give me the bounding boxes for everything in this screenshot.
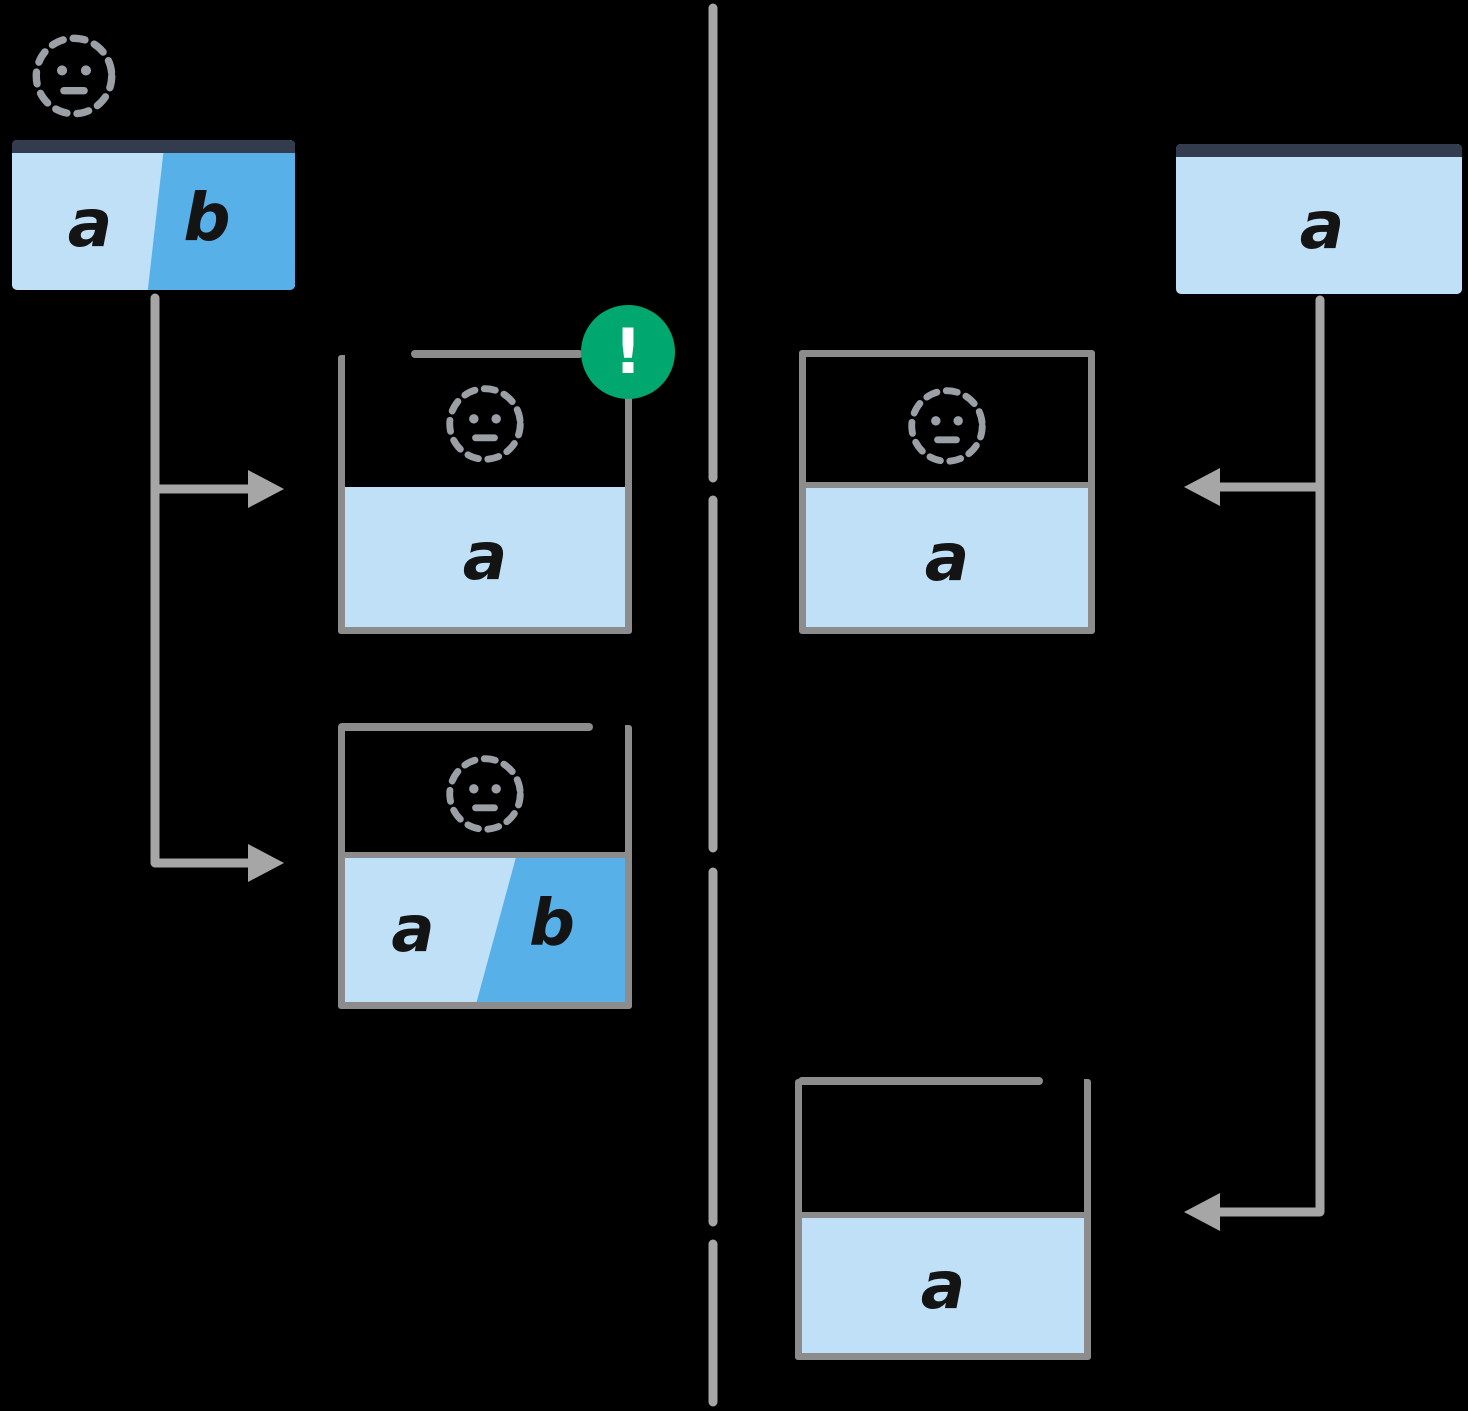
segment-b-fill <box>476 858 625 1002</box>
label-b: b <box>183 179 231 256</box>
label-a: a <box>1299 187 1345 264</box>
label-a: a <box>67 185 113 262</box>
label-a: a <box>462 518 508 595</box>
arrow-left-icon <box>1184 468 1220 506</box>
arrow-right-icon <box>248 470 284 508</box>
ghost-avatar-icon <box>28 30 120 122</box>
alert-badge-glyph: ! <box>613 315 643 388</box>
alert-badge: ! <box>581 305 675 399</box>
box-top-edge <box>798 1077 1043 1085</box>
segment-b-fill <box>147 140 295 290</box>
ghost-avatar-icon <box>904 383 990 469</box>
label-a: a <box>920 1246 966 1324</box>
branch-header-strip <box>1176 144 1462 157</box>
right-source-branch-bar: a <box>1176 144 1462 294</box>
box-top-edge <box>411 350 583 358</box>
arrow-left-icon <box>1184 1193 1220 1231</box>
arrow-right-icon <box>248 844 284 882</box>
label-b: b <box>529 887 575 961</box>
right-branch-connector <box>1211 295 1325 1217</box>
branch-header-strip <box>12 140 295 153</box>
version-fill-split: a b <box>345 852 625 1002</box>
version-fill: a <box>345 487 625 627</box>
label-a: a <box>391 893 435 967</box>
left-branch-bottom-box: a b <box>338 723 632 1009</box>
segment-a-fill <box>1176 144 1462 294</box>
left-branch-connector <box>150 293 255 868</box>
right-branch-top-box: a <box>799 350 1095 634</box>
label-a: a <box>924 518 970 596</box>
version-fill: a <box>806 482 1088 627</box>
left-branch-top-box: a <box>338 350 632 634</box>
version-fill: a <box>802 1212 1084 1353</box>
box-top-edge <box>338 723 593 731</box>
ghost-avatar-icon <box>442 751 528 837</box>
left-source-branch-bar: a b <box>12 140 295 290</box>
right-branch-bottom-box: a <box>795 1077 1091 1360</box>
ghost-avatar-icon <box>442 381 528 467</box>
